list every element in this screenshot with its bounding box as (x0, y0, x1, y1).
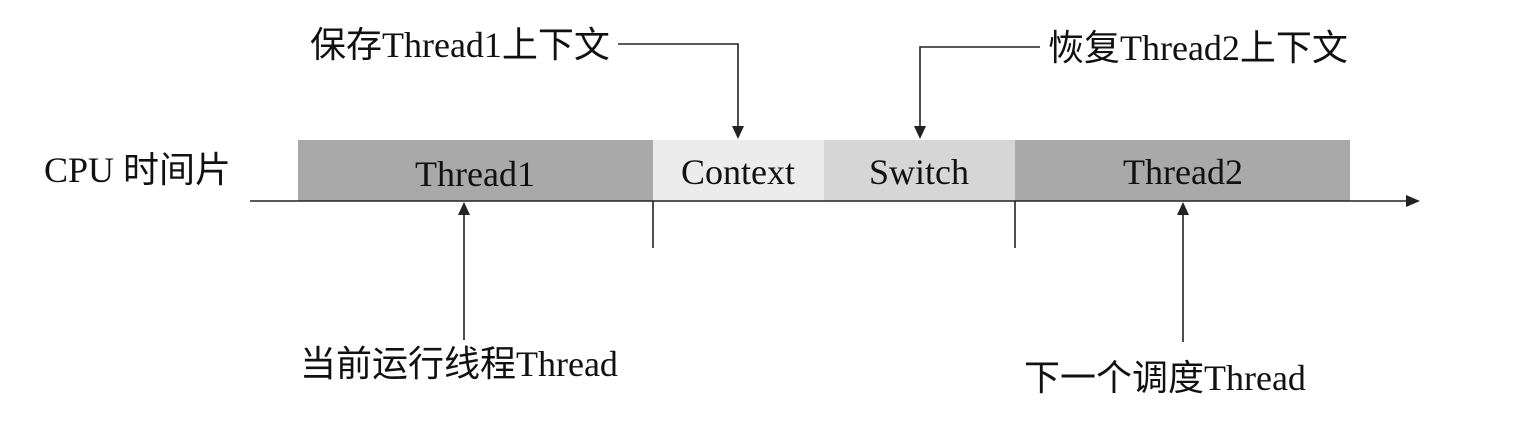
segment-context (653, 140, 824, 201)
annotation-current-thread: 当前运行线程Thread (300, 344, 618, 384)
axis-label: CPU 时间片 (44, 150, 231, 190)
segment-label-switch: Switch (869, 152, 969, 192)
segment-label-thread2: Thread2 (1123, 152, 1243, 192)
arrow-save-context (618, 43, 739, 128)
arrow-restore-context (919, 46, 1040, 128)
annotation-next-thread: 下一个调度Thread (1024, 358, 1306, 398)
segment-label-thread1: Thread1 (415, 154, 535, 194)
segment-switch (824, 140, 1015, 201)
arrowhead-restore-context (914, 126, 926, 139)
annotation-restore-context: 恢复Thread2上下文 (1048, 28, 1348, 68)
segment-thread1 (298, 140, 653, 201)
arrowhead-next-thread (1177, 202, 1189, 215)
timeline-arrowhead (1406, 195, 1420, 207)
arrowhead-current-thread (458, 202, 470, 215)
arrowhead-save-context (732, 126, 744, 139)
annotation-save-context: 保存Thread1上下文 (310, 25, 610, 65)
segment-thread2 (1015, 140, 1350, 201)
segment-label-context: Context (681, 152, 795, 192)
